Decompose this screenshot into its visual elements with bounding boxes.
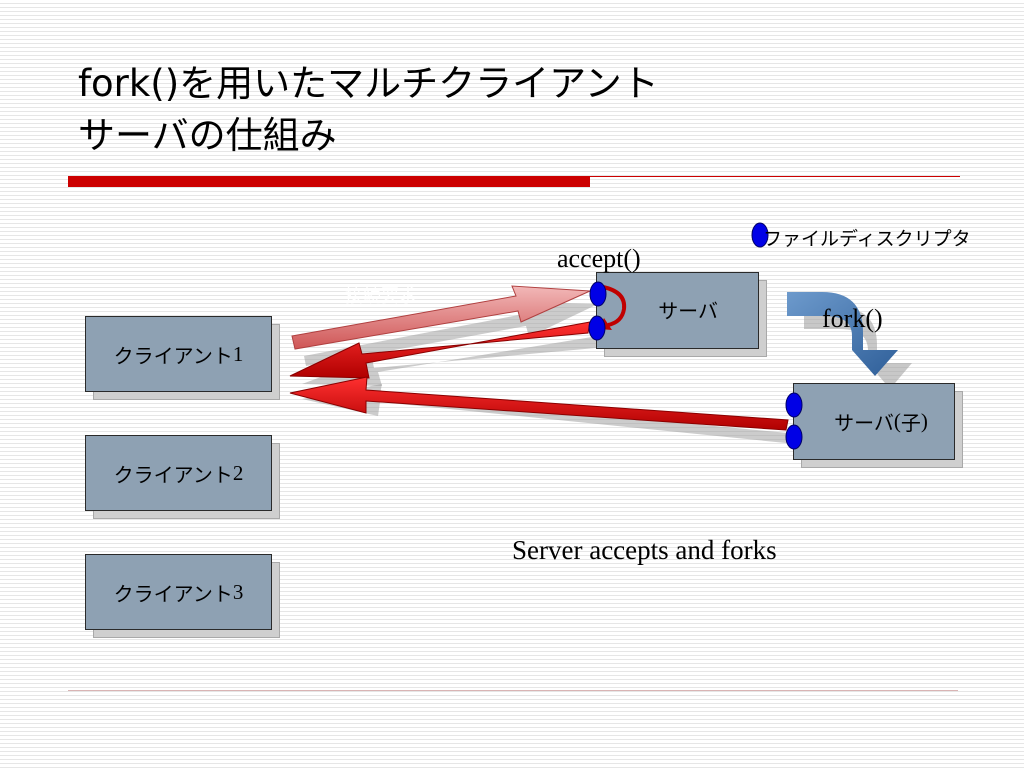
connect-request-arrow [291, 285, 598, 366]
title-underline-thin [590, 176, 960, 177]
legend-descriptor-label: ファイルディスクリプタ [763, 228, 971, 250]
child-listen-descriptor [785, 392, 803, 418]
child-server-box: サーバ(子) [793, 383, 963, 468]
accepted-descriptor [588, 315, 606, 341]
client-number: 1 [232, 341, 244, 366]
client-number: 3 [232, 579, 244, 604]
listen-descriptor [589, 281, 607, 307]
client-label: クライアント [113, 581, 233, 606]
legend-descriptor-icon [751, 222, 769, 248]
child-server-suffix: 子 [900, 411, 921, 435]
client-number: 2 [232, 460, 244, 485]
child-server-label: サーバ [834, 411, 894, 435]
slide-title-line-2: サーバの仕組み [78, 114, 337, 157]
client-label: クライアント [113, 462, 233, 487]
fork-label: fork() [822, 304, 883, 333]
diagram-caption: Server accepts and forks [512, 535, 777, 565]
client-label: クライアント [113, 343, 233, 368]
connect-request-label: 接続要求 [345, 286, 417, 307]
child-server-paren-open: ( [893, 409, 901, 433]
accept-label: accept() [557, 244, 641, 273]
server-connection-arrow [289, 321, 598, 386]
child-server-paren-close: ) [920, 409, 928, 433]
title-underline-thick [68, 176, 590, 187]
fork-arrow [787, 292, 912, 389]
slide-title-line-1: fork()を用いたマルチクライアント [78, 62, 659, 105]
server-box: サーバ [596, 272, 767, 357]
footer-divider [68, 690, 958, 691]
child-connection-arrow [289, 376, 798, 444]
slide-title: fork()を用いたマルチクライアント サーバの仕組み [78, 58, 659, 162]
child-accepted-descriptor [785, 424, 803, 450]
server-label: サーバ [658, 299, 718, 323]
